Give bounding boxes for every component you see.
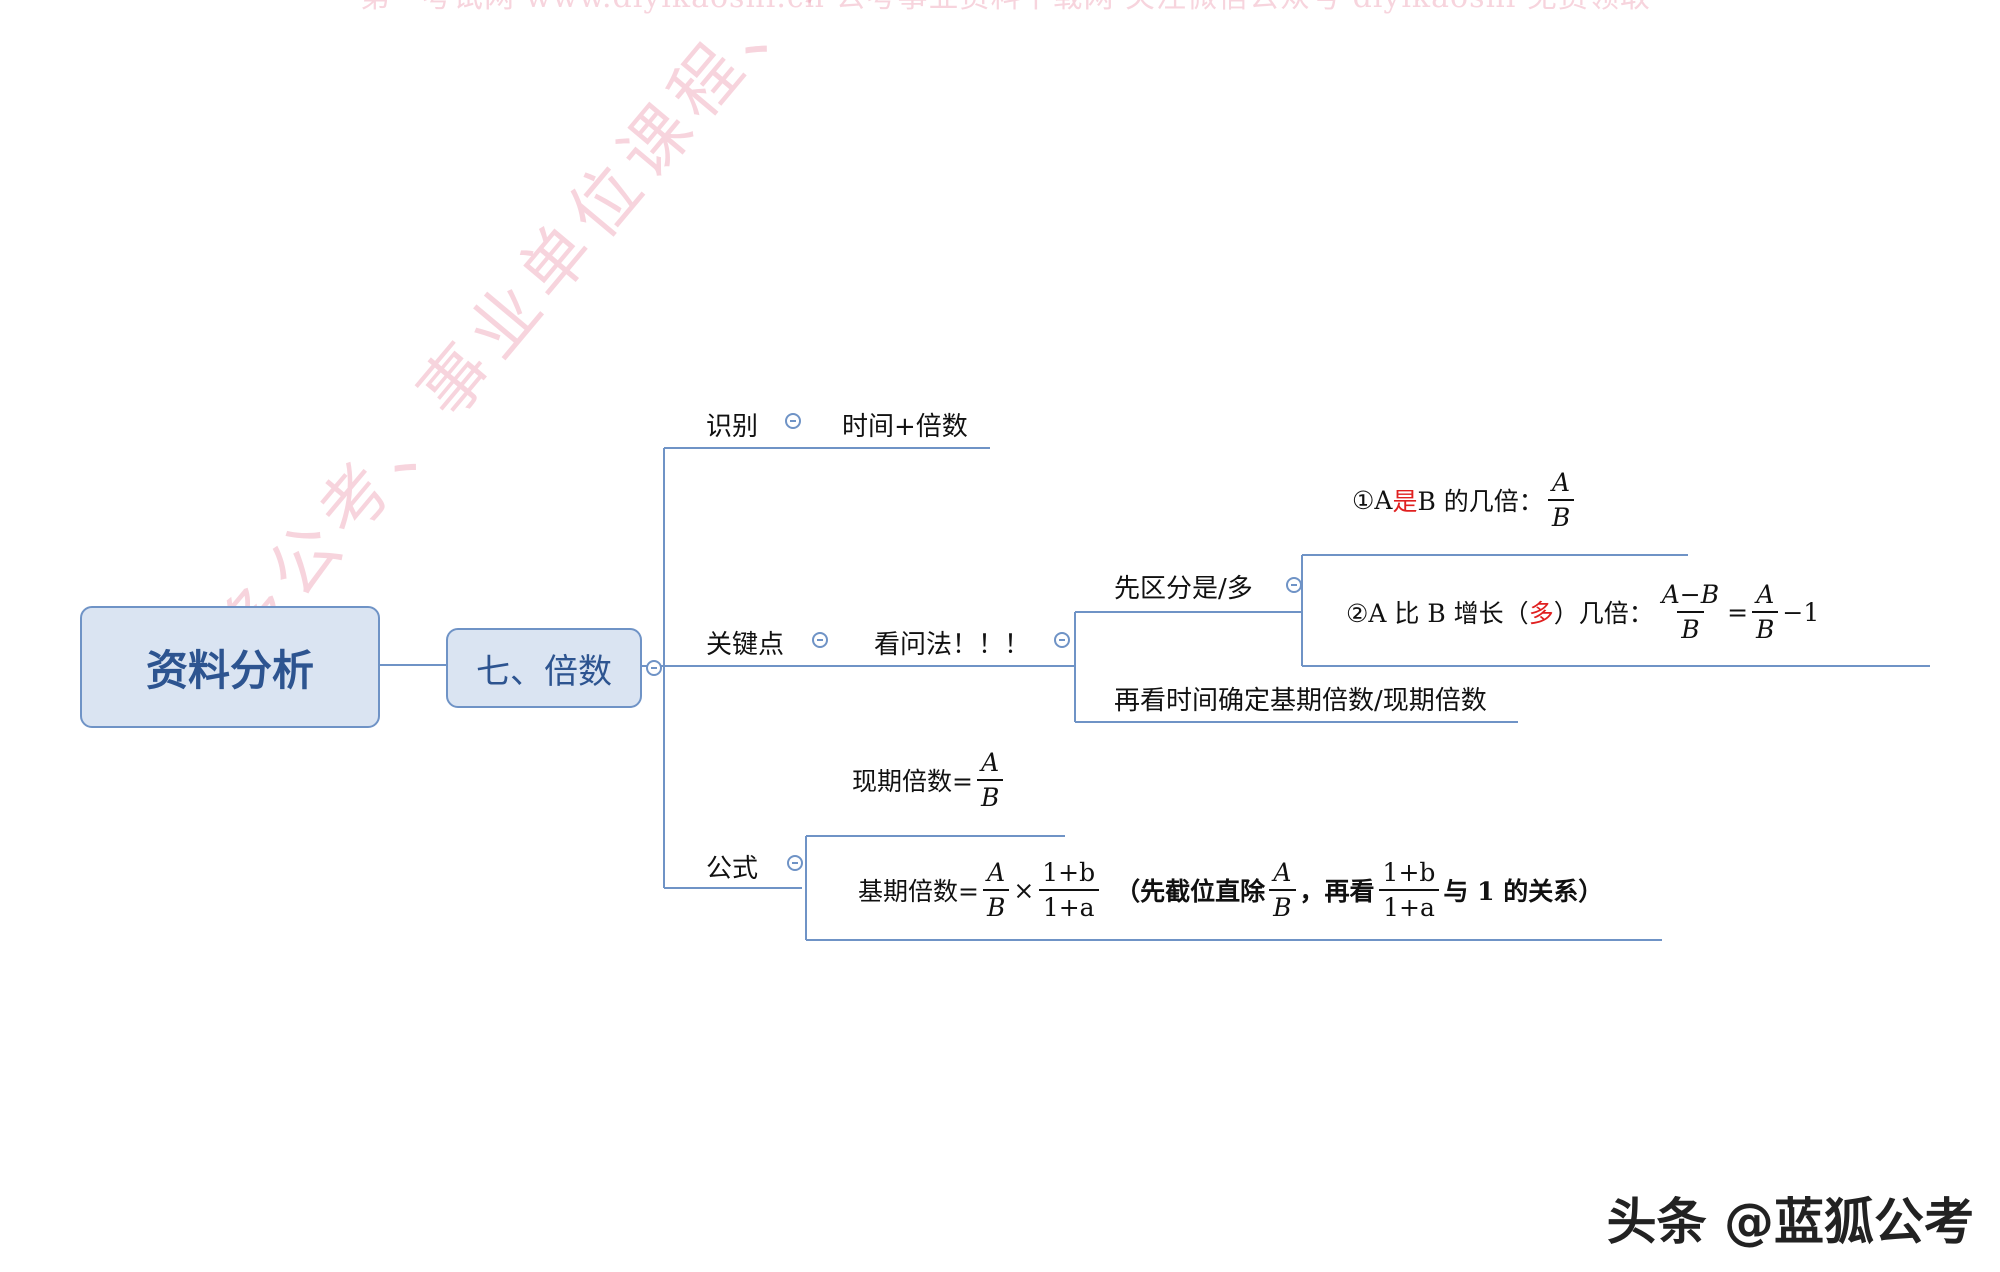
base-denominator2: 1+a <box>1038 889 1099 922</box>
topic-node[interactable]: 七、倍数 <box>446 628 642 708</box>
base-note-fraction2: 1+b 1+a <box>1379 858 1440 922</box>
case2-fraction1: A−B B <box>1658 580 1723 644</box>
case2-numerator2: A <box>1756 580 1775 609</box>
case1-formula[interactable]: ①A 是 B 的几倍： A B <box>1352 468 1578 532</box>
case2-tail: −1 <box>1782 597 1820 627</box>
current-numerator: A <box>981 748 1000 777</box>
case1-prefix: ①A <box>1352 485 1393 515</box>
case1-is-word: 是 <box>1392 487 1418 516</box>
case1-fraction: A B <box>1547 468 1575 532</box>
base-note-numerator1: A <box>1273 858 1292 887</box>
identify-label[interactable]: 识别 <box>706 412 759 442</box>
then-time-node[interactable]: 再看时间确定基期倍数/现期倍数 <box>1114 686 1487 716</box>
brand-watermark: 头条 @蓝狐公考 <box>1606 1193 1974 1251</box>
base-denominator1: B <box>982 889 1010 922</box>
base-note-close: 与 1 的关系） <box>1443 877 1604 906</box>
base-note-denominator1: B <box>1269 889 1296 922</box>
look-question-node[interactable]: 看问法！！！ <box>874 630 1031 660</box>
collapse-toggle-icon[interactable] <box>1054 632 1070 648</box>
case2-formula[interactable]: ②A 比 B 增长（ 多 ）几倍： A−B B = A B −1 <box>1346 580 1819 644</box>
base-numerator1: A <box>987 858 1006 887</box>
case2-numerator1: A−B <box>1661 580 1720 609</box>
current-prefix: 现期倍数= <box>852 767 973 796</box>
base-note-open: （先截位直除 <box>1115 877 1266 906</box>
identify-content[interactable]: 时间+倍数 <box>842 412 968 442</box>
base-note-middle: ，再看 <box>1299 877 1375 906</box>
base-prefix: 基期倍数= <box>858 877 979 906</box>
collapse-toggle-icon[interactable] <box>812 632 828 648</box>
base-note-numerator2: 1+b <box>1382 858 1436 887</box>
case2-equals: = <box>1727 597 1749 627</box>
collapse-toggle-icon[interactable] <box>646 660 662 676</box>
watermark-top-text: 第一考试网 www.diyikaoshi.cn 公考事业资料下载网 关注微信公众… <box>360 0 1651 16</box>
collapse-toggle-icon[interactable] <box>787 855 803 871</box>
case1-middle: B 的几倍： <box>1417 487 1544 516</box>
base-numerator2: 1+b <box>1042 858 1096 887</box>
base-fraction2: 1+b 1+a <box>1038 858 1099 922</box>
formula-label[interactable]: 公式 <box>706 854 759 884</box>
base-note-denominator2: 1+a <box>1379 889 1439 922</box>
distinguish-node[interactable]: 先区分是/多 <box>1114 574 1253 604</box>
case2-denominator2: B <box>1752 611 1779 644</box>
base-multiple-formula[interactable]: 基期倍数= A B × 1+b 1+a （先截位直除 A B ，再看 1+b 1… <box>858 858 1603 922</box>
base-fraction1: A B <box>982 858 1010 922</box>
case2-fraction2: A B <box>1752 580 1779 644</box>
collapse-toggle-icon[interactable] <box>1286 577 1302 593</box>
key-point-label[interactable]: 关键点 <box>706 630 785 660</box>
case1-denominator: B <box>1547 499 1575 532</box>
case2-middle: ）几倍： <box>1553 599 1654 628</box>
current-denominator: B <box>976 779 1004 812</box>
case2-prefix: ②A 比 B 增长（ <box>1346 599 1529 628</box>
base-note-fraction1: A B <box>1269 858 1296 922</box>
root-node[interactable]: 资料分析 <box>80 606 380 728</box>
case2-more-word: 多 <box>1528 599 1554 628</box>
current-fraction: A B <box>976 748 1004 812</box>
case1-numerator: A <box>1551 468 1571 497</box>
collapse-toggle-icon[interactable] <box>785 413 801 429</box>
current-multiple-formula[interactable]: 现期倍数= A B <box>852 748 1007 812</box>
case2-denominator1: B <box>1677 611 1704 644</box>
base-times: × <box>1013 875 1035 905</box>
